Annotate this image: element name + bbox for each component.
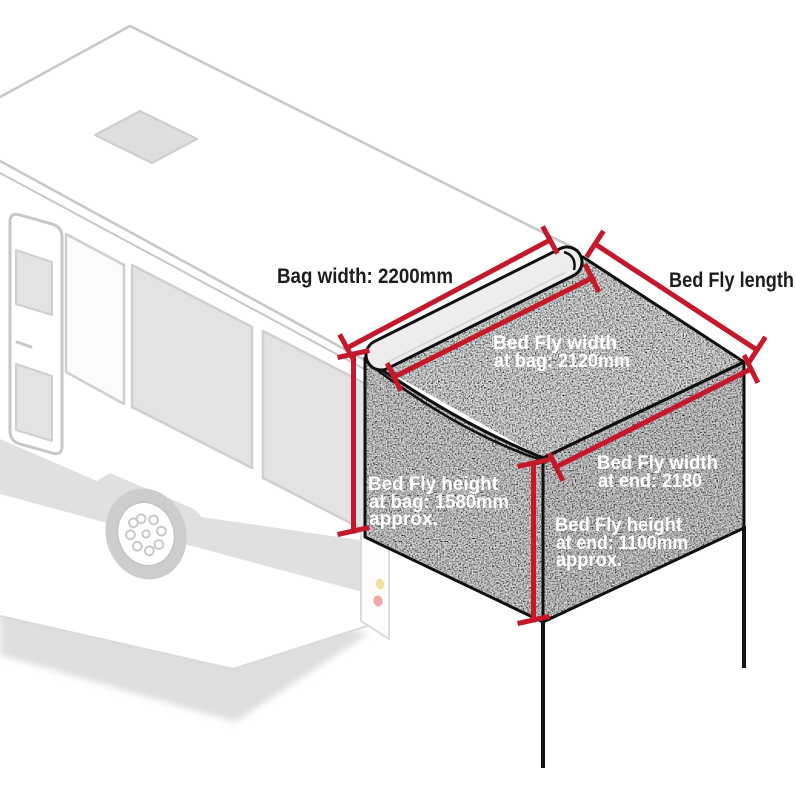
height-at-bag-label-line3: approx. <box>369 508 438 530</box>
tent-fabric-texture <box>365 257 744 622</box>
tent-fold-line <box>366 361 543 462</box>
dim-height-at-end-line <box>517 457 550 626</box>
trailer-roof-edge <box>0 24 580 252</box>
dim-bed-fly-length-line <box>584 229 768 365</box>
bag-curl-line <box>563 250 576 271</box>
trailer-lower-body <box>0 494 367 669</box>
tail-light-amber <box>375 578 385 590</box>
dimension-labels: Bag width: 2200mm Bed Fly length Bed Fly… <box>277 265 794 571</box>
height-at-end-label-line1: Bed Fly height <box>555 514 682 536</box>
roof-hatch <box>94 110 198 164</box>
bag-width-label: Bag width: 2200mm <box>277 265 453 288</box>
height-at-bag-label-line2: at bag: 1580mm <box>369 491 509 513</box>
dim-height-at-bag-line <box>337 348 370 537</box>
width-at-end-label-line1: Bed Fly width <box>597 452 718 474</box>
door-panel <box>15 363 53 442</box>
height-at-bag-label-line1: Bed Fly height <box>368 473 498 495</box>
width-at-end-label-line2: at end: 2180 <box>598 470 702 492</box>
tent-left-face-shade <box>365 358 543 622</box>
storage-bag <box>364 245 584 372</box>
width-at-bag-label-line1: Bed Fly width <box>493 332 617 354</box>
dim-width-at-end-line <box>546 354 761 482</box>
trailer-wall-top-line <box>0 172 369 372</box>
door-window <box>15 249 53 316</box>
height-at-end-label-line2: at end: 1100mm <box>556 532 688 554</box>
tent-right-face-shade <box>543 362 744 622</box>
tail-light-red <box>373 595 383 607</box>
bag-crease-line <box>387 271 567 363</box>
trailer-window-middle <box>130 263 254 470</box>
door-handle <box>15 340 33 349</box>
bed-fly-length-label: Bed Fly length <box>669 269 794 292</box>
wheel <box>105 488 187 580</box>
dimension-lines <box>337 225 768 626</box>
dim-width-at-bag-line <box>384 263 602 392</box>
tent-right-face <box>541 360 746 624</box>
wheel-hub <box>125 513 167 557</box>
trailer-window-front <box>64 232 126 406</box>
width-at-bag-label-line2: at bag: 2120mm <box>494 350 630 372</box>
trailer-bottom-edge <box>0 615 368 670</box>
trailer-illustration <box>0 24 580 722</box>
trailer-eave-line <box>0 159 370 364</box>
trailer-skirt <box>0 439 366 593</box>
height-at-end-label-line3: approx. <box>556 549 622 571</box>
